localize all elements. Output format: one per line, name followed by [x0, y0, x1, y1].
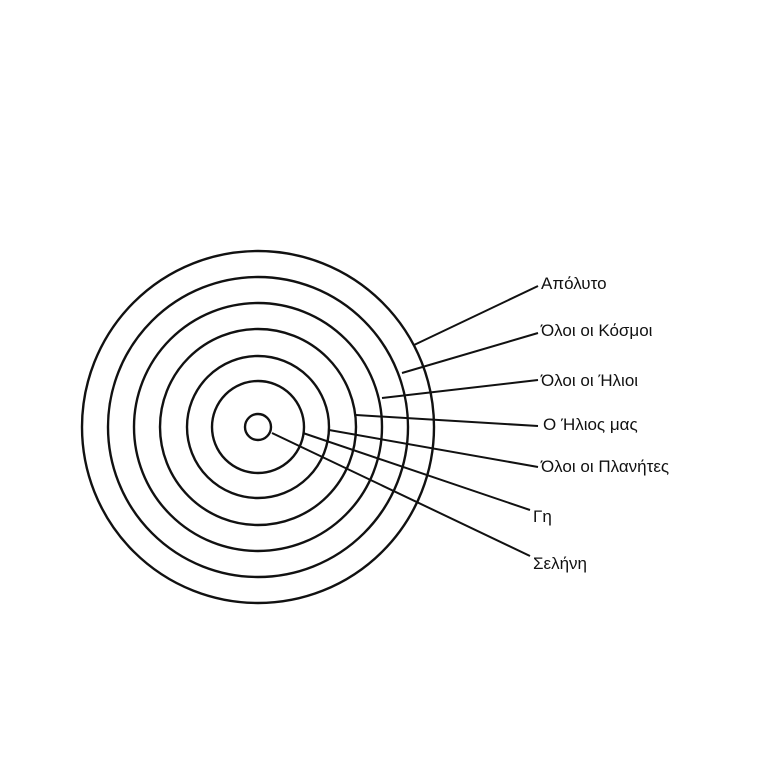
ring-earth [210, 379, 306, 475]
ring-all-worlds [106, 275, 410, 579]
label-our-sun: Ο Ήλιος μας [543, 415, 638, 434]
ring-all-suns [132, 301, 384, 553]
label-all-suns: Όλοι οι Ήλιοι [540, 371, 638, 390]
label-all-planets: Όλοι οι Πλανήτες [540, 457, 669, 476]
label-absolute: Απόλυτο [541, 274, 607, 293]
leader-moon [271, 432, 531, 557]
ring-absolute [80, 249, 436, 605]
ring-all-planets [185, 354, 331, 500]
ring-our-sun [158, 327, 358, 527]
label-earth: Γη [533, 507, 552, 526]
leader-earth [302, 432, 531, 511]
ring-moon [243, 412, 273, 442]
label-moon: Σελήνη [533, 554, 587, 573]
leader-all-planets [328, 429, 539, 468]
leader-absolute [413, 285, 539, 346]
leader-all-suns [381, 379, 539, 399]
label-all-worlds: Όλοι οι Κόσμοι [540, 321, 653, 340]
leader-our-sun [355, 414, 539, 427]
leader-all-worlds [401, 332, 539, 374]
